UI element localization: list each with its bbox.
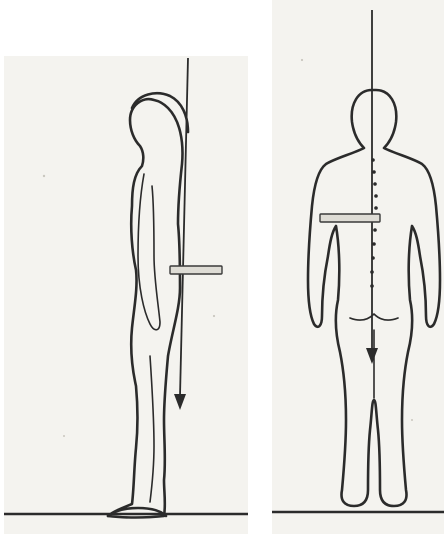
spine-dot [372, 170, 376, 174]
paper-speck [213, 315, 215, 317]
spine-dot [374, 194, 378, 198]
paper-speck [43, 175, 45, 177]
posterior-view-panel [272, 0, 444, 534]
spine-dot [370, 284, 374, 288]
posture-ruler [320, 214, 380, 222]
back-figure-outline [308, 90, 440, 506]
side-figure-outline [108, 99, 182, 517]
paper-speck [63, 435, 65, 437]
posterior-view-drawing [272, 0, 444, 534]
spine-dot [371, 256, 375, 260]
spine-dot [373, 228, 377, 232]
lateral-view-drawing [4, 56, 248, 534]
spine-dot [371, 158, 375, 162]
spine-dot [373, 182, 377, 186]
back-hip-crease [350, 314, 398, 320]
lateral-view-panel [4, 56, 248, 534]
spine-dot [370, 270, 374, 274]
posture-ruler [170, 266, 222, 274]
side-leg-detail [150, 356, 154, 502]
spine-dot [372, 242, 376, 246]
side-arm-outline [138, 174, 160, 330]
plumb-line-arrowhead [174, 394, 186, 410]
plumb-line-arrowhead [366, 348, 378, 364]
paper-speck [411, 419, 413, 421]
spine-dot [374, 206, 378, 210]
paper-speck [301, 59, 303, 61]
